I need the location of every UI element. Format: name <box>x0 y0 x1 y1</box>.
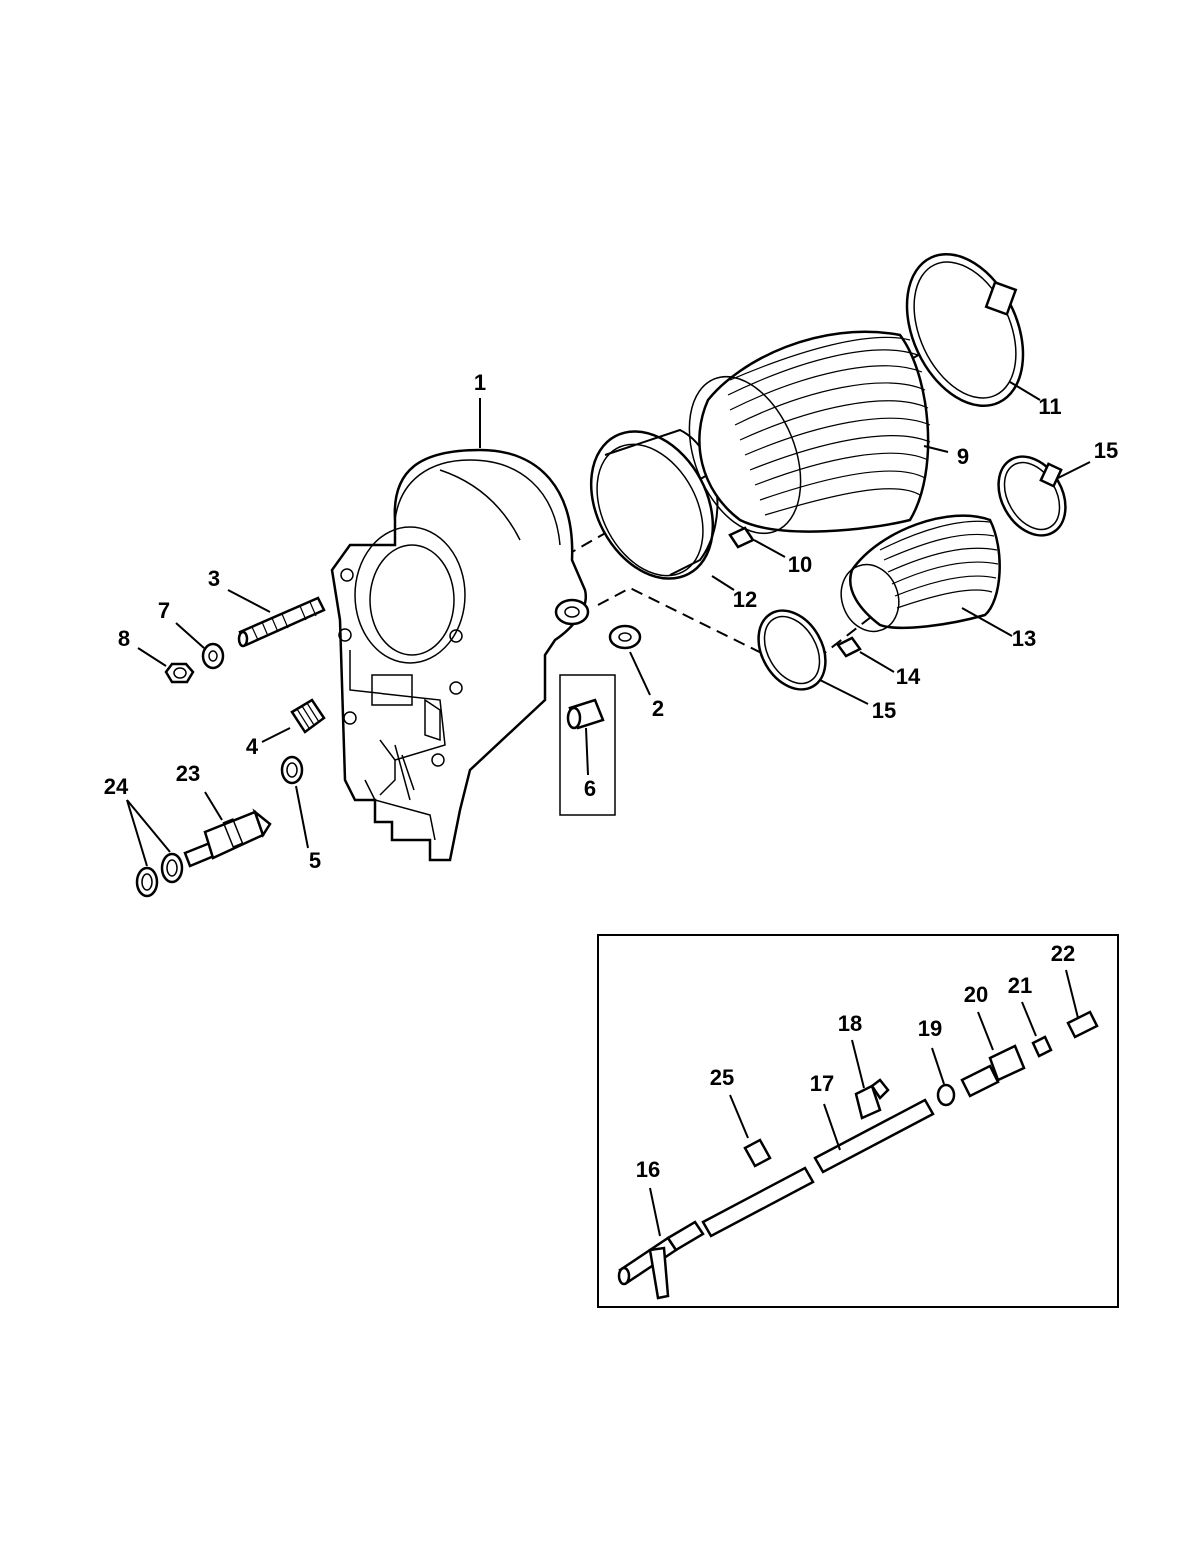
callouts: 1 2 3 4 5 6 7 8 9 10 11 12 13 14 15 15 1… <box>104 370 1118 1182</box>
tee-fitting-16-part <box>617 1220 705 1300</box>
callout-7: 7 <box>158 598 170 623</box>
bushing-6-box <box>559 674 616 816</box>
clamp-11-part <box>905 252 1025 408</box>
callout-20: 20 <box>964 982 988 1007</box>
callout-9: 9 <box>957 444 969 469</box>
clip-10-part <box>728 526 755 549</box>
callout-14: 14 <box>896 664 921 689</box>
ring-12-part <box>589 428 719 580</box>
callout-21: 21 <box>1008 973 1032 998</box>
callout-4: 4 <box>246 734 259 759</box>
callout-13: 13 <box>1012 626 1036 651</box>
bellows-9-part <box>688 330 931 535</box>
callout-17: 17 <box>810 1071 834 1096</box>
valve-23-part <box>183 808 272 868</box>
elbow-18-part <box>854 1078 890 1120</box>
bellows-13-part <box>840 514 1001 633</box>
inset-hose-assembly <box>597 934 1119 1308</box>
callout-6: 6 <box>584 776 596 801</box>
washer-7-part <box>201 642 225 670</box>
callout-3: 3 <box>208 566 220 591</box>
callout-1: 1 <box>474 370 486 395</box>
callout-22: 22 <box>1051 941 1075 966</box>
fitting-4-part <box>290 698 326 734</box>
callout-11: 11 <box>1038 394 1061 419</box>
callout-15-upper: 15 <box>1094 438 1118 463</box>
leader-lines <box>126 381 1091 1237</box>
callout-24: 24 <box>104 774 129 799</box>
callout-2: 2 <box>652 696 664 721</box>
stud-part <box>237 596 326 648</box>
callout-12: 12 <box>733 587 757 612</box>
callout-16: 16 <box>636 1157 660 1182</box>
gimbal-housing-part <box>330 448 590 862</box>
washer-2-part <box>608 624 642 650</box>
callout-15-lower: 15 <box>872 698 896 723</box>
callout-23: 23 <box>176 761 200 786</box>
callout-5: 5 <box>309 848 321 873</box>
nut-8-part <box>164 662 195 684</box>
oring-5-part <box>280 755 304 785</box>
connector-20-part <box>960 1044 1026 1098</box>
clip-14-part <box>836 636 862 658</box>
callout-25: 25 <box>710 1065 734 1090</box>
callout-10: 10 <box>788 552 812 577</box>
washers-24-part <box>135 852 184 898</box>
callout-19: 19 <box>918 1016 942 1041</box>
clamp-15-upper-part <box>997 455 1067 537</box>
clamp-15-lower-part <box>757 609 827 691</box>
callout-18: 18 <box>838 1011 862 1036</box>
callout-8: 8 <box>118 626 130 651</box>
